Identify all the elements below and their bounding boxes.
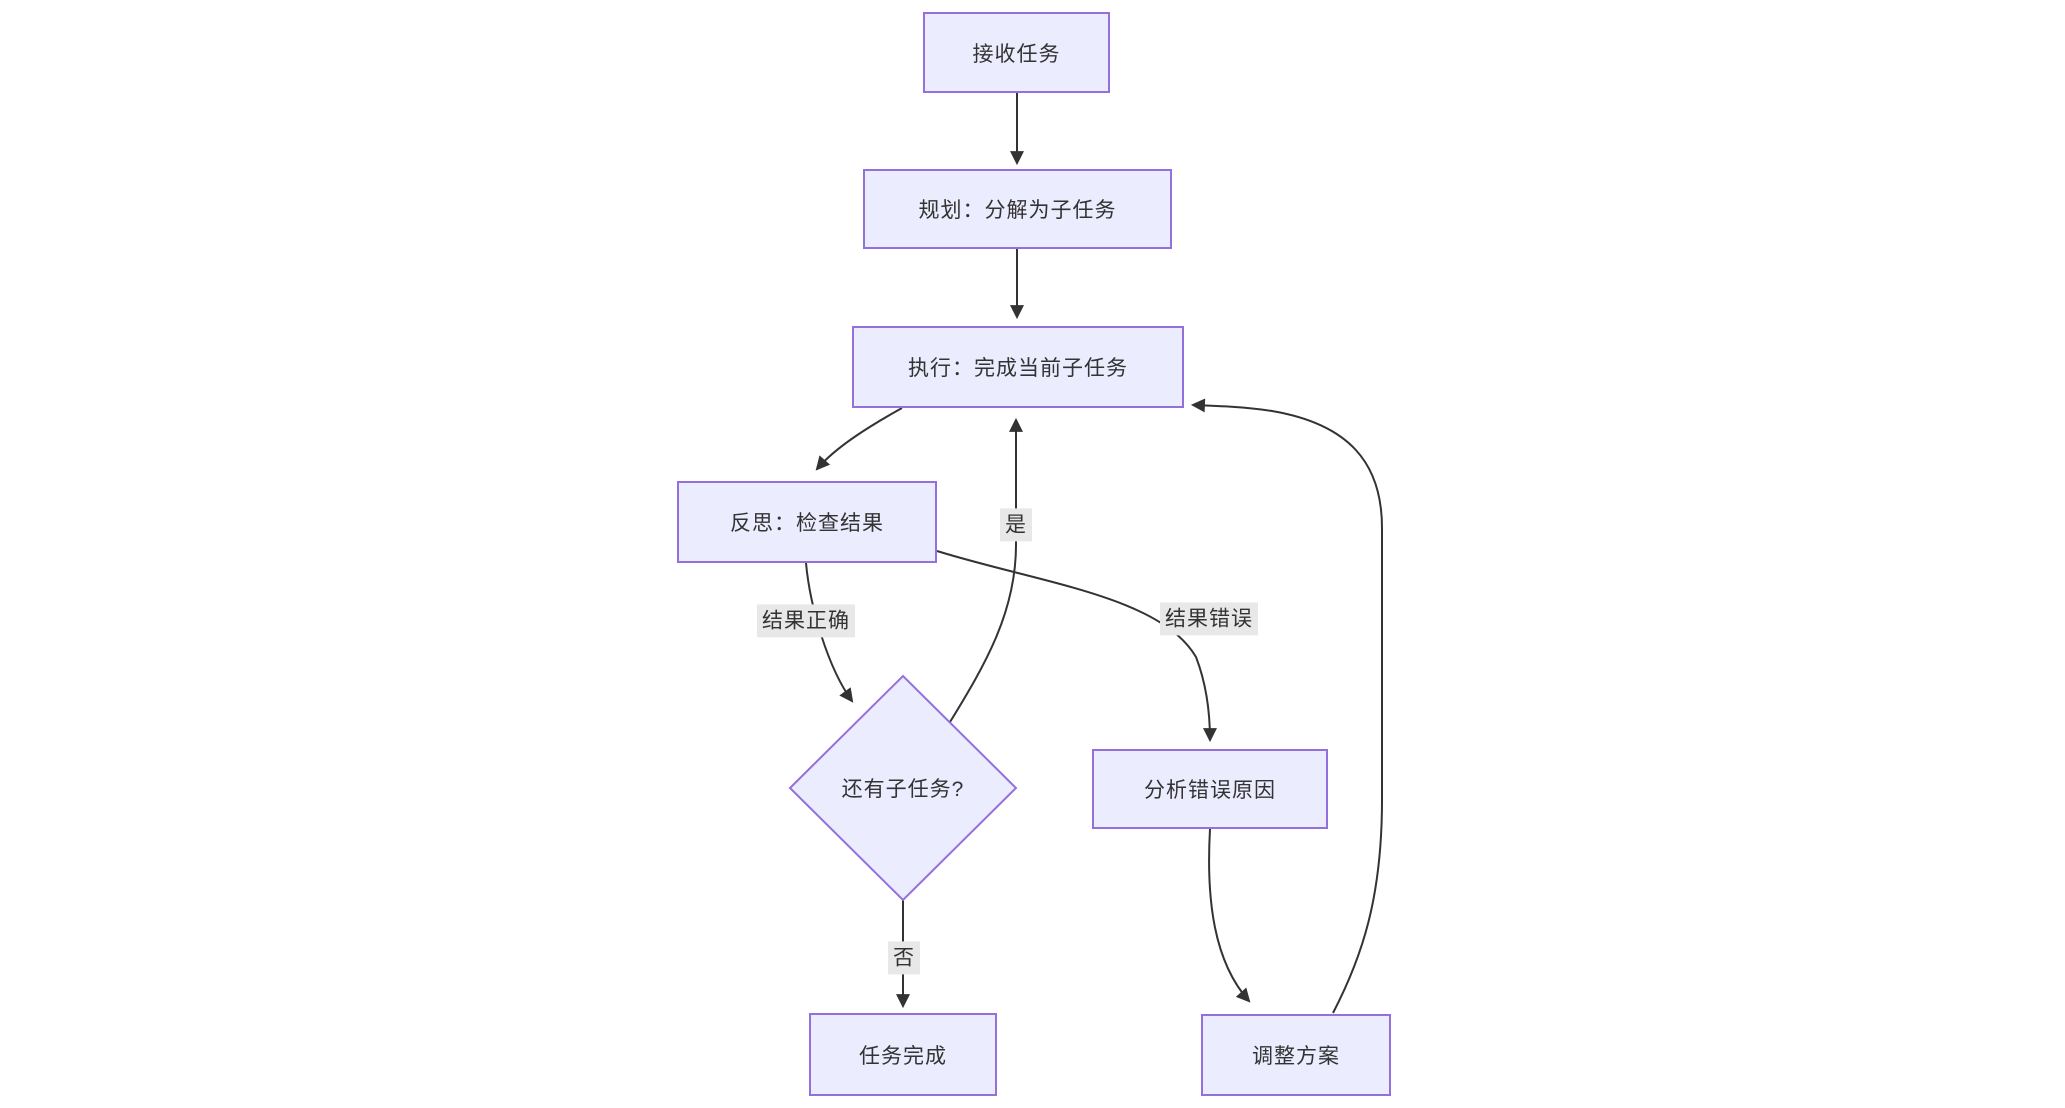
edge-decision-to-execute — [949, 417, 1023, 723]
edge-reflect-to-analyze — [936, 550, 1217, 743]
node-analyze-error: 分析错误原因 — [1092, 749, 1328, 829]
node-reflect-check: 反思：检查结果 — [677, 481, 937, 563]
edge-execute-to-reflect — [815, 407, 903, 471]
edge-label-no: 否 — [888, 941, 920, 975]
node-adjust-plan: 调整方案 — [1201, 1014, 1391, 1096]
edge-adjust-to-execute — [1190, 398, 1383, 1014]
edge-label-result-correct: 结果正确 — [757, 604, 855, 638]
decision-diamond-shape — [788, 674, 1018, 902]
node-task-done: 任务完成 — [809, 1013, 997, 1096]
node-plan-decompose: 规划：分解为子任务 — [863, 169, 1172, 249]
node-has-subtask-decision: 还有子任务? — [841, 778, 965, 801]
edge-analyze-to-adjust — [1208, 828, 1251, 1003]
node-execute-subtask: 执行：完成当前子任务 — [852, 326, 1184, 408]
node-receive-task: 接收任务 — [923, 12, 1110, 93]
edge-label-yes: 是 — [1000, 508, 1032, 542]
edge-label-result-wrong: 结果错误 — [1160, 602, 1258, 636]
